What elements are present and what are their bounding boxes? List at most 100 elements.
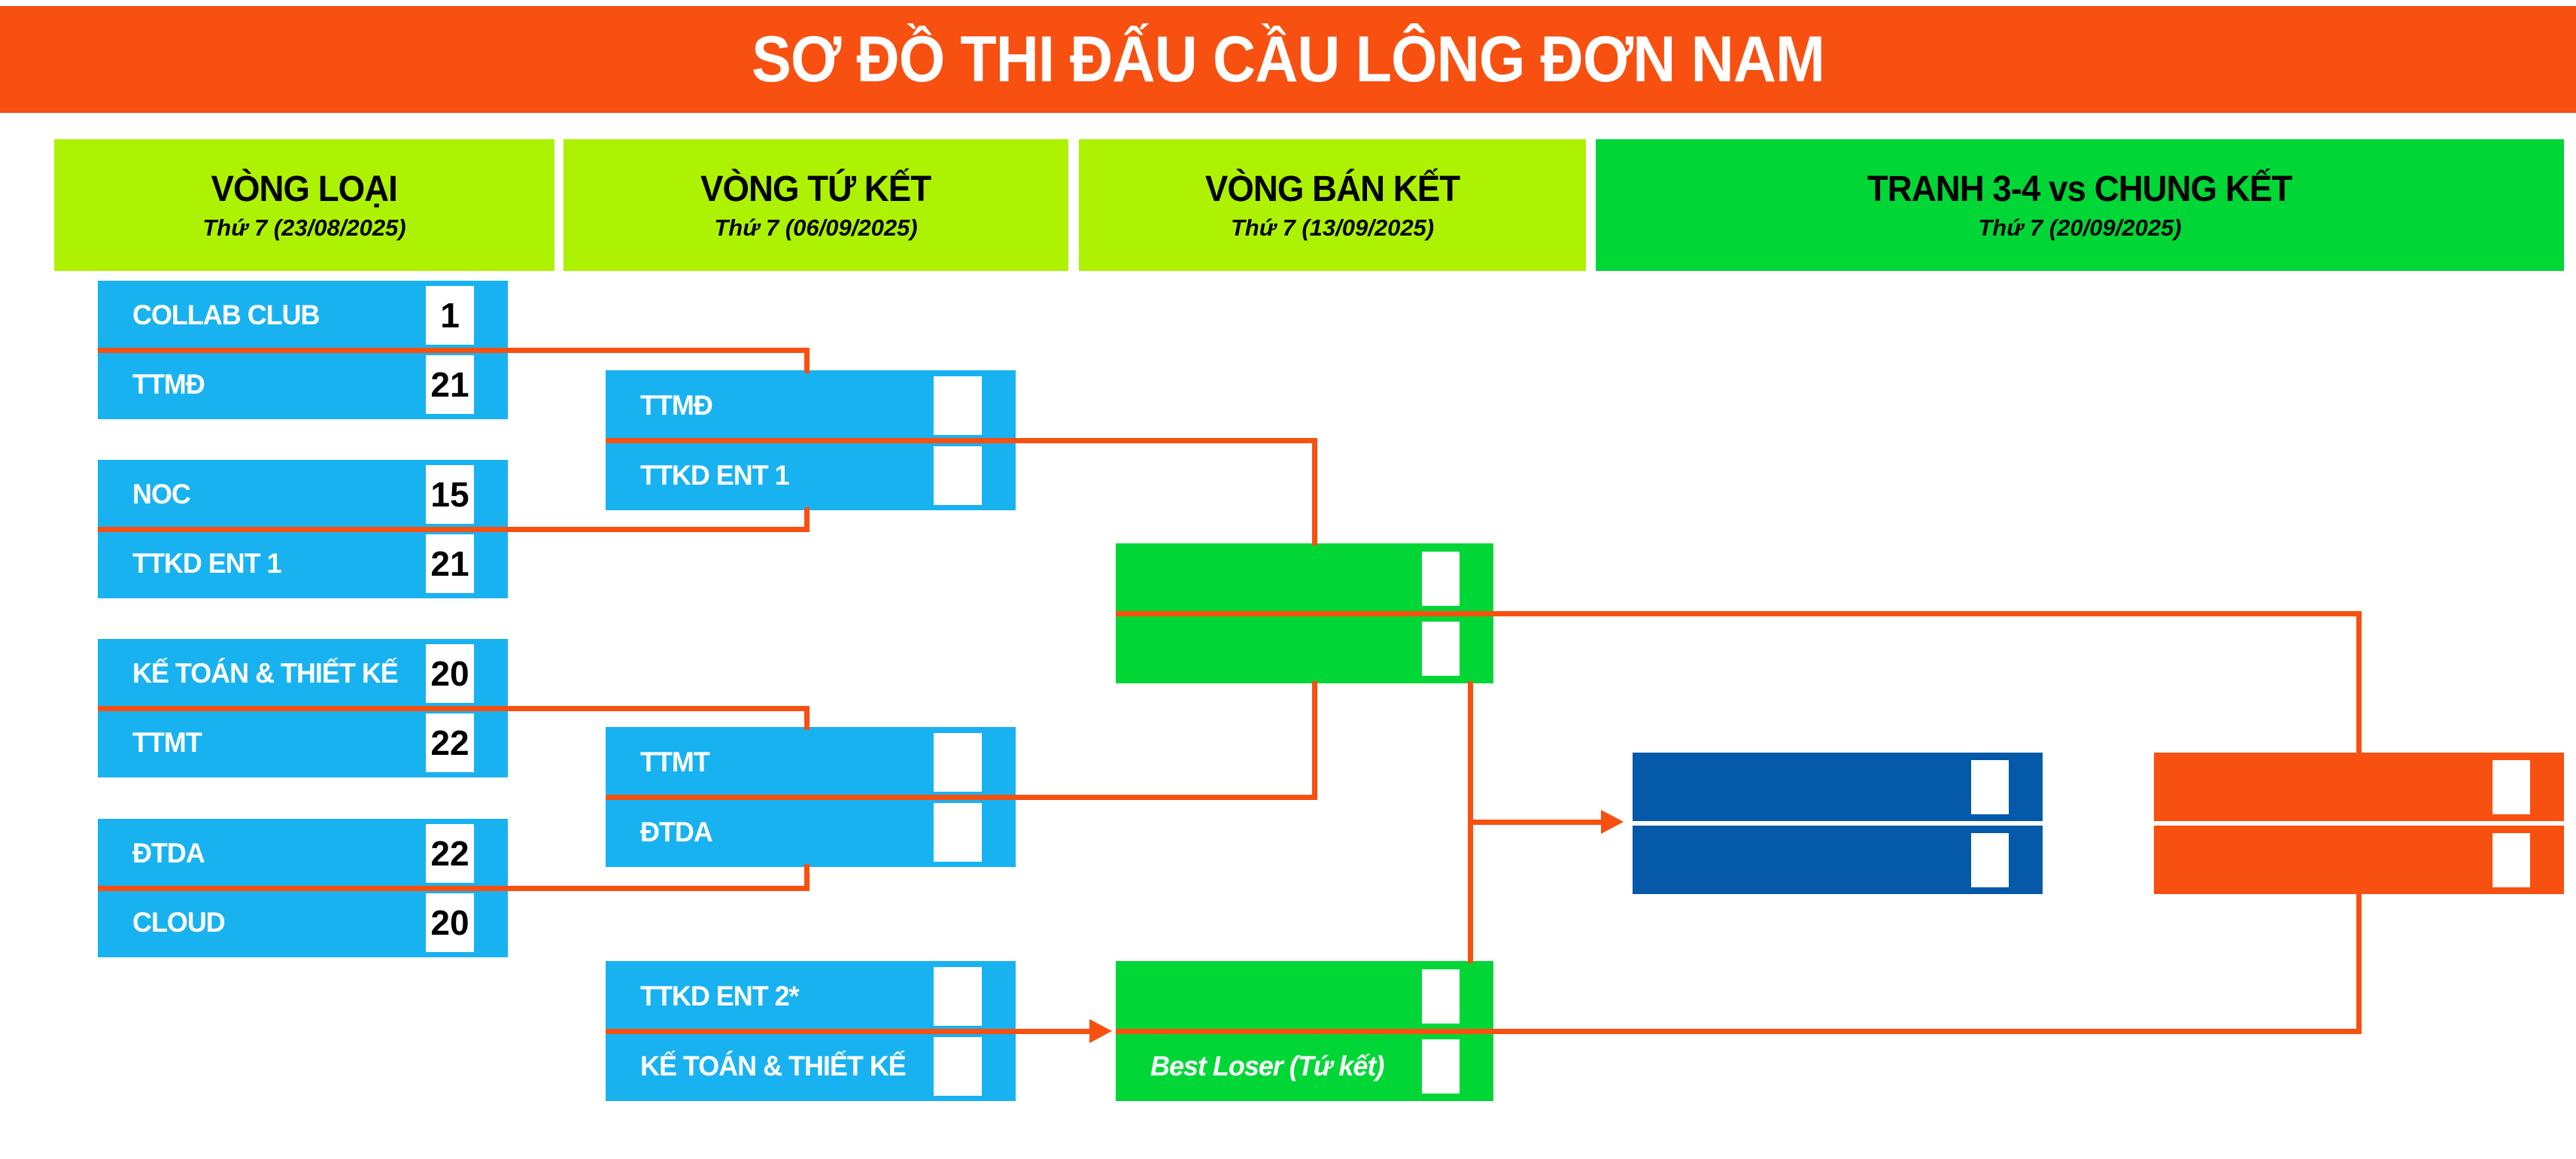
title-banner: SƠ ĐỒ THI ĐẤU CẦU LÔNG ĐƠN NAM <box>0 6 2576 113</box>
score-value: 20 <box>430 903 469 942</box>
connector-line <box>98 706 810 711</box>
score-box: 1 <box>426 286 474 345</box>
round-date: Thứ 7 (06/09/2025) <box>714 214 918 241</box>
score-box <box>2492 759 2530 814</box>
score-box <box>1971 832 2009 887</box>
team-name: TTMĐ <box>640 389 713 421</box>
round-header-quarterfinal: VÒNG TỨ KẾT Thứ 7 (06/09/2025) <box>564 139 1068 271</box>
team-name: TTKD ENT 1 <box>640 459 790 491</box>
connector-line <box>606 1029 1091 1034</box>
score-value: 21 <box>430 365 469 404</box>
score-box <box>1422 551 1460 606</box>
bracket-row: KẾ TOÁN & THIẾT KẾ 20 <box>98 639 508 708</box>
team-name: KẾ TOÁN & THIẾT KẾ <box>132 658 399 689</box>
bracket-row <box>1116 961 1493 1031</box>
connector-line <box>804 507 810 531</box>
connector-line <box>2356 611 2362 755</box>
bracket-row: TTMT <box>606 727 1016 797</box>
score-box: 22 <box>426 824 474 883</box>
score-value: 20 <box>430 654 469 693</box>
connector-line <box>1116 1029 2362 1034</box>
score-box <box>934 1036 982 1096</box>
team-name: TTMT <box>640 746 710 777</box>
score-box <box>1422 621 1460 676</box>
score-box <box>2492 832 2530 887</box>
team-name: TTKD ENT 1 <box>132 548 282 579</box>
score-box: 22 <box>426 713 474 772</box>
score-box: 20 <box>426 644 474 703</box>
round-title: VÒNG TỨ KẾT <box>700 169 931 209</box>
bracket-row <box>1116 543 1493 613</box>
score-value: 22 <box>430 723 469 762</box>
score-box <box>934 802 982 862</box>
bracket-row: ĐTDA 22 <box>98 819 508 888</box>
connector-line <box>606 438 1317 443</box>
round-date: Thứ 7 (23/08/2025) <box>202 214 406 241</box>
bracket-row <box>1633 753 2043 821</box>
bracket-row <box>1116 613 1493 683</box>
connector-line <box>1116 611 2362 616</box>
team-name: TTMĐ <box>132 369 205 400</box>
connector-line <box>98 886 810 891</box>
team-name: Best Loser (Tứ kết) <box>1150 1050 1384 1081</box>
team-name: ĐTDA <box>132 838 205 868</box>
connector-line <box>98 527 810 532</box>
score-box <box>1422 1039 1460 1094</box>
connector-line <box>1312 681 1317 799</box>
round-title: VÒNG BÁN KẾT <box>1204 169 1460 209</box>
round-header-semifinal: VÒNG BÁN KẾT Thứ 7 (13/09/2025) <box>1079 139 1586 271</box>
score-box: 21 <box>426 534 474 593</box>
bracket-row: TTMĐ <box>606 370 1016 440</box>
arrow-right-icon <box>1601 810 1624 834</box>
team-name: TTKD ENT 2* <box>640 980 800 1011</box>
connector-line <box>804 348 810 373</box>
team-name: ĐTDA <box>640 816 713 847</box>
round-title: VÒNG LOẠI <box>211 169 398 209</box>
connector-line <box>606 795 1317 800</box>
score-box: 20 <box>426 893 474 952</box>
score-box <box>934 966 982 1026</box>
bracket-row <box>1633 826 2043 894</box>
bracket-row <box>2154 826 2564 894</box>
connector-line <box>804 706 810 730</box>
match-final <box>2154 753 2564 894</box>
bracket-row: KẾ TOÁN & THIẾT KẾ <box>606 1031 1016 1101</box>
score-value: 22 <box>430 834 469 873</box>
bracket-row: Best Loser (Tứ kết) <box>1116 1031 1493 1101</box>
team-name: COLLAB CLUB <box>132 300 320 330</box>
round-header-final: TRANH 3-4 vs CHUNG KẾT Thứ 7 (20/09/2025… <box>1596 139 2564 271</box>
bracket-row: NOC 15 <box>98 460 508 529</box>
score-value: 21 <box>430 544 469 583</box>
score-box: 15 <box>426 465 474 524</box>
team-name: NOC <box>132 479 191 510</box>
score-value: 1 <box>440 296 460 335</box>
bracket-row: CLOUD 20 <box>98 888 508 957</box>
bracket-row: TTKD ENT 1 <box>606 440 1016 510</box>
bracket-row: TTKD ENT 1 21 <box>98 529 508 598</box>
team-name: TTMT <box>132 727 202 758</box>
team-name: KẾ TOÁN & THIẾT KẾ <box>640 1050 907 1081</box>
connector-line <box>98 348 810 353</box>
round-date: Thứ 7 (20/09/2025) <box>1978 214 2182 241</box>
bracket-row: TTKD ENT 2* <box>606 961 1016 1031</box>
round-header-qualifying: VÒNG LOẠI Thứ 7 (23/08/2025) <box>54 139 554 271</box>
round-title: TRANH 3-4 vs CHUNG KẾT <box>1867 169 2292 209</box>
score-box: 21 <box>426 355 474 414</box>
connector-line <box>1468 820 1603 825</box>
team-name: CLOUD <box>132 907 226 938</box>
score-box <box>934 732 982 792</box>
connector-line <box>1312 438 1317 546</box>
score-box <box>934 376 982 435</box>
match-third-place <box>1633 753 2043 894</box>
bracket-row: ĐTDA <box>606 797 1016 867</box>
page-title: SƠ ĐỒ THI ĐẤU CẦU LÔNG ĐƠN NAM <box>752 23 1825 96</box>
bracket-row: TTMT 22 <box>98 708 508 777</box>
score-box <box>1422 969 1460 1024</box>
connector-line <box>2356 892 2362 1034</box>
bracket-row: COLLAB CLUB 1 <box>98 281 508 350</box>
arrow-right-icon <box>1089 1019 1112 1043</box>
connector-line <box>804 864 810 890</box>
bracket-row: TTMĐ 21 <box>98 350 508 419</box>
round-date: Thứ 7 (13/09/2025) <box>1230 214 1435 241</box>
bracket-row <box>2154 753 2564 821</box>
